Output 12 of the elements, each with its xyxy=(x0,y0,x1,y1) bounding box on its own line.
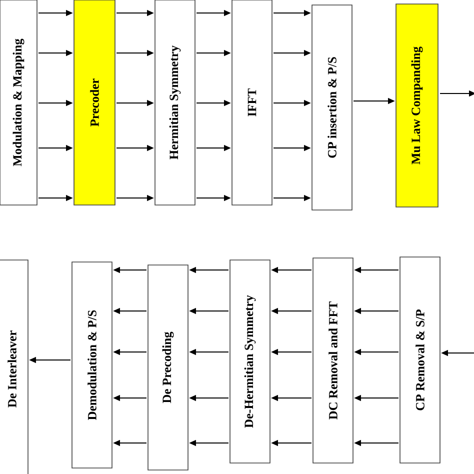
process-box: CP Removal & S/P xyxy=(400,256,440,464)
process-box: Demodulation & P/S xyxy=(72,262,112,468)
process-box: De Interleaver xyxy=(0,260,28,474)
process-box: Modulation & Mapping xyxy=(0,0,38,206)
process-box: CP insertion & P/S xyxy=(312,4,352,210)
process-box: IFFT xyxy=(232,0,272,206)
process-box: De Precoding xyxy=(148,264,188,470)
process-box: De-Hermitian Symmetry xyxy=(230,260,270,464)
process-box: Precoder xyxy=(74,0,116,206)
process-box: Mu Law Companding xyxy=(396,4,438,208)
process-box: Hermitian Symmetry xyxy=(154,0,196,206)
process-box: DC Removal and FFT xyxy=(312,258,354,464)
